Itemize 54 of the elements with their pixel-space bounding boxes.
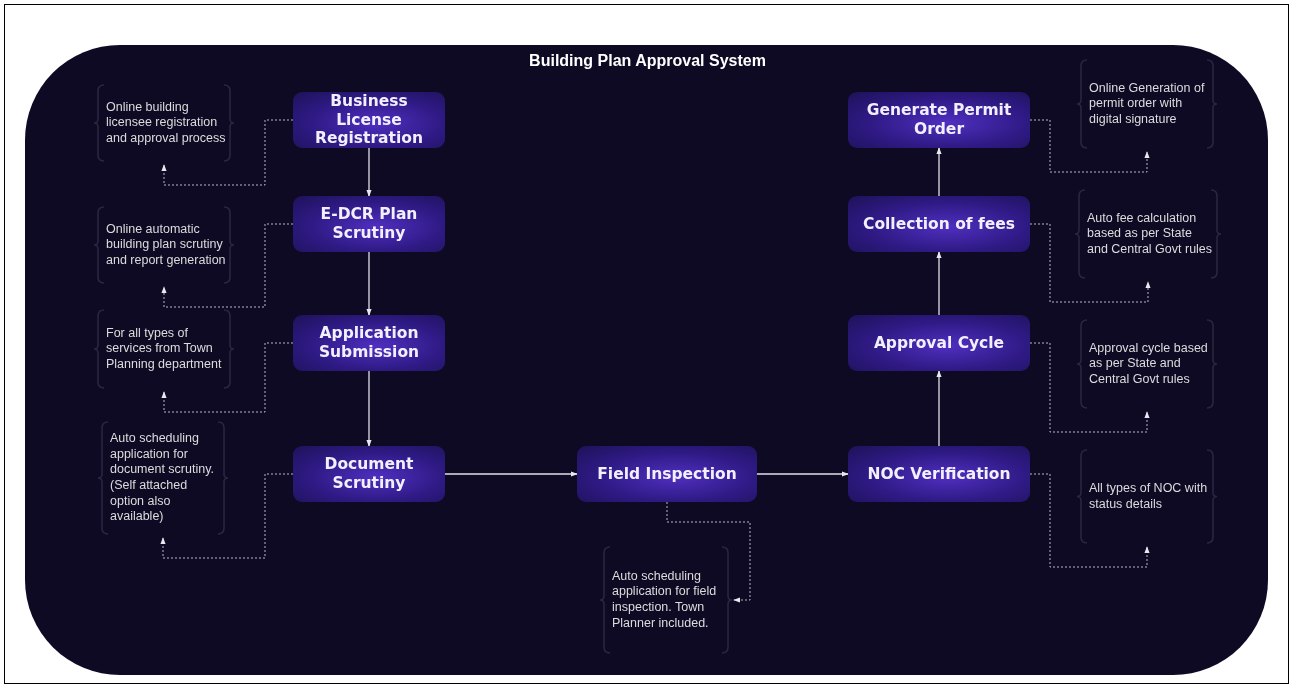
process-box [848,196,1030,252]
dotted-connector [1029,119,1150,173]
bracketed-note [1077,318,1217,410]
arrow [936,370,942,447]
process-box [293,92,445,148]
arrow [444,471,578,477]
process-box [848,315,1030,371]
process-box [293,446,445,502]
arrow [756,471,849,477]
note-text: For all types of services from Town Planning department [105,325,223,373]
step-label: Document Scrutiny [323,455,415,493]
bracketed-note [1077,58,1217,150]
step-label: Business License Registration [314,92,424,148]
arrow [366,147,372,197]
bracketed-note [94,205,234,285]
step-label: Field Inspection [597,464,737,484]
process-box [293,196,445,252]
step-label: Generate Permit Order [865,101,1013,139]
arrow [366,370,372,447]
process-box [293,315,445,371]
bracketed-note [98,420,228,536]
bracketed-note [600,545,732,655]
step-label: Approval Cycle [873,333,1005,353]
bracketed-note [94,308,234,390]
step-label: E-DCR Plan Scrutiny [319,205,419,243]
dotted-connector [160,473,294,559]
step-label: NOC Verification [867,464,1011,484]
dotted-connector [666,501,751,603]
bracketed-note [94,83,234,163]
note-text: Auto scheduling application for document scrutiny. (Self attached option also available) [109,431,215,525]
bracketed-note [1075,188,1221,280]
process-box [848,446,1030,502]
process-box [577,446,757,502]
note-text: All types of NOC with status details [1088,480,1209,513]
bracketed-note [1077,448,1217,545]
dotted-connector [161,119,294,186]
note-text: Online automatic building plan scrutiny and report generation [105,221,227,269]
note-text: Auto scheduling application for field inspection. Town Planner included. [611,568,718,632]
note-text: Online building licensee registration and approval process [105,99,227,147]
note-text: Approval cycle based as per State and Central Govt rules [1088,340,1209,388]
note-text: Online Generation of permit order with digital signature [1088,80,1206,128]
dotted-connector [1029,473,1150,568]
arrow [936,251,942,316]
dotted-connector [161,223,294,308]
dotted-connector [1029,223,1151,303]
note-text: Auto fee calculation based as per State and Central Govt rules [1086,210,1214,258]
arrow [366,251,372,316]
step-label: Collection of fees [863,214,1015,234]
diagram-title: Building Plan Approval System [529,52,766,70]
dotted-connector [161,342,294,413]
process-box [848,92,1030,148]
step-label: Application Submission [317,324,421,362]
arrow [936,147,942,197]
dotted-connector [1029,342,1150,433]
